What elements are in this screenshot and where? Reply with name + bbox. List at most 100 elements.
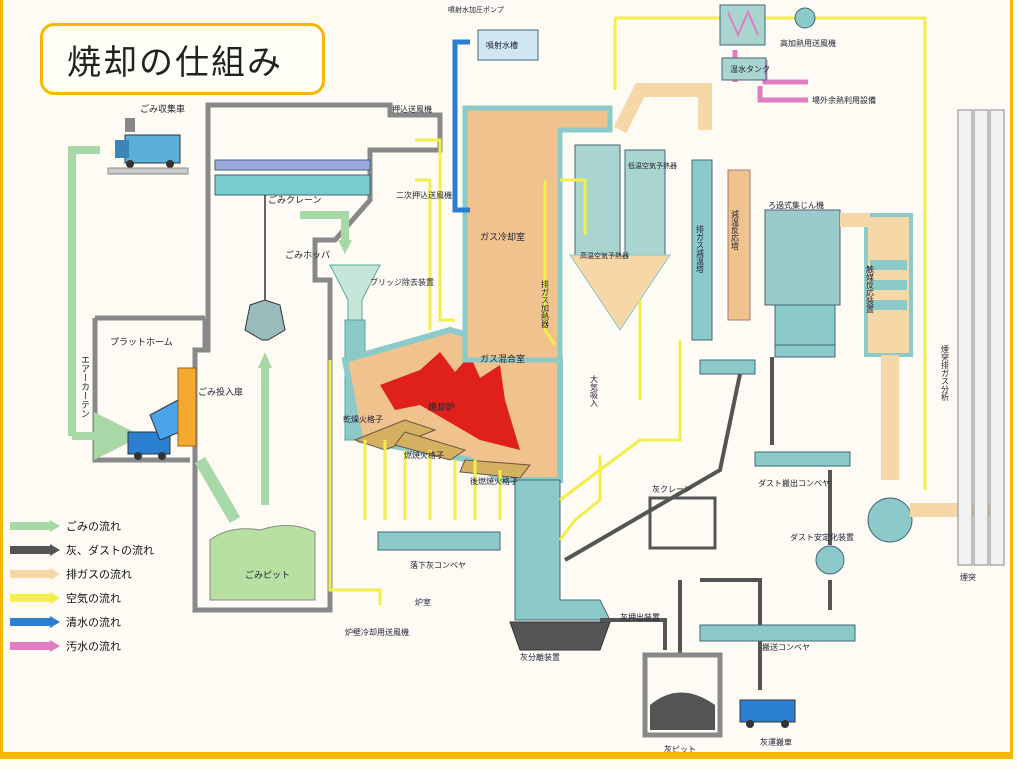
ash-crane (648, 496, 717, 550)
dry-grate (353, 419, 437, 451)
ash-pile (650, 692, 715, 730)
legend-label: 灰、ダストの流れ (66, 544, 154, 557)
label-cyclone: 減温反応塔 (731, 209, 740, 251)
label-water-pump: 噴射水加圧ポンプ (448, 5, 504, 14)
crane-to-hopper-arrow (300, 211, 349, 242)
legend-swatch-clean-water (10, 616, 60, 628)
page-title: 焼却の仕組み (67, 42, 283, 83)
label-bag-filter: ろ過式集じん機 (768, 200, 824, 210)
label-air-curtain: エアーカーテン (79, 355, 90, 418)
post-grate (459, 459, 531, 479)
label-gas-mixer: ガス混合室 (480, 353, 525, 365)
dust-screw (774, 344, 836, 358)
garbage-pit (209, 525, 316, 601)
dumping-truck-icon (127, 399, 186, 460)
gas-reducer (691, 159, 713, 341)
label-ash-crane: 灰クレーン (652, 484, 692, 494)
legend-label: 清水の流れ (66, 616, 121, 629)
air-flow-lines (328, 16, 927, 605)
dust-conveyor (754, 451, 851, 467)
label-bridge-remover: ブリッジ除去装置 (370, 277, 434, 287)
label-dump-door: ごみ投入扉 (198, 386, 243, 398)
label-chimney: 煙突 (960, 572, 976, 582)
gas-reducer-2 (727, 169, 751, 321)
label-post-grate: 後燃焼火格子 (470, 476, 518, 486)
legend-swatch-refuse (10, 520, 60, 532)
bag-filter (764, 209, 841, 306)
label-ash-extractor: 灰押出装置 (620, 612, 660, 622)
garbage-truck-icon (107, 118, 189, 175)
clean-water-line (452, 39, 470, 213)
legend-item: 空気の流れ (8, 586, 178, 610)
gas-cooler (462, 105, 613, 363)
label-furnace-room: 炉室 (415, 597, 431, 607)
label-dust-stabilizer: ダスト安定化装置 (790, 532, 854, 542)
label-catalyst: 触媒反応装置 (866, 264, 875, 313)
label-hopper: ごみホッパ (285, 249, 330, 261)
label-burn-grate: 燃焼火格子 (404, 450, 444, 460)
label-platform: プラットホーム (110, 337, 173, 348)
label-cooling-fan: 炉壁冷却用送風機 (345, 627, 409, 637)
screw-conveyor-1 (699, 359, 756, 375)
label-ash-pit: 灰ピット (664, 744, 696, 754)
label-atmosphere: 大気吸入 (590, 374, 599, 407)
hopper (329, 264, 381, 321)
burn-grate (394, 431, 467, 461)
legend-swatch-waste-water (10, 640, 60, 652)
label-secondary-fan: 二次押込送風機 (396, 190, 452, 200)
legend-label: 排ガスの流れ (66, 568, 132, 581)
cyclone (569, 254, 671, 331)
air-preheater-1 (574, 144, 621, 256)
legend-label: 空気の流れ (66, 592, 121, 605)
refuse-flow-left (68, 146, 100, 436)
label-push-fan: 押込送風機 (392, 104, 432, 114)
label-air-preheater-1: 高温空気予熱器 (580, 251, 629, 260)
label-ash-unloader: 灰分離装置 (520, 652, 560, 662)
fall-ash-conveyor (377, 531, 501, 551)
legend-swatch-air (10, 592, 60, 604)
label-water-tank: 噴射水槽 (486, 40, 518, 50)
label-gas-reducer: 排ガス減温塔 (696, 224, 705, 274)
label-fall-ash-conveyor: 落下灰コンベヤ (410, 560, 466, 570)
label-dust-conveyor: ダスト搬出コンベヤ (758, 478, 830, 488)
chimney (957, 109, 1005, 566)
legend-item: 清水の流れ (8, 610, 178, 634)
label-garbage-truck: ごみ収集車 (140, 103, 185, 115)
legend-item: 汚水の流れ (8, 634, 178, 658)
label-high-temp-fan: 高加熱用送風機 (780, 38, 836, 48)
incinerator-flame (380, 352, 520, 450)
label-crane: ごみクレーン (268, 194, 322, 206)
label-outside-use: 場外余熱利用設備 (812, 95, 876, 105)
legend-item: 排ガスの流れ (8, 562, 178, 586)
transport-conveyor (699, 624, 856, 642)
induced-fan (867, 497, 913, 543)
dump-door (177, 367, 197, 447)
ash-chute (514, 479, 611, 621)
heat-exchanger (719, 4, 766, 46)
bag-filter-hopper (774, 304, 836, 346)
water-tank (477, 29, 539, 61)
label-garbage-pit: ごみピット (245, 569, 290, 581)
platform-wall (92, 315, 208, 463)
ash-truck-body (739, 699, 796, 723)
legend-item: ごみの流れ (8, 514, 178, 538)
title-box: 焼却の仕組み (40, 23, 325, 95)
hot-water-tank (721, 57, 767, 81)
ash-extractor (509, 621, 611, 651)
label-heat-exchanger-tank: 温水タンク (730, 64, 770, 74)
label-air-preheater-2: 低温空気予熱器 (628, 161, 677, 170)
air-preheater-2 (624, 149, 666, 261)
legend-swatch-gas (10, 568, 60, 580)
gas-duct-top (613, 83, 712, 134)
label-incinerator: 焼却炉 (428, 401, 455, 413)
label-transport-conveyor: 搬送コンベヤ (762, 642, 810, 652)
legend: ごみの流れ 灰、ダストの流れ 排ガスの流れ 空気の流れ 清水の流れ 汚水の流れ (8, 514, 178, 658)
legend-label: 汚水の流れ (66, 640, 121, 653)
label-ash-truck: 灰運搬車 (760, 737, 792, 747)
label-gas-cooler: ガス冷却室 (480, 231, 525, 243)
label-gas-heater: 排ガス加熱器 (541, 279, 550, 329)
label-chimney-sampler: 煙突排ガス分析 (941, 345, 950, 402)
crane-icon (214, 159, 371, 341)
